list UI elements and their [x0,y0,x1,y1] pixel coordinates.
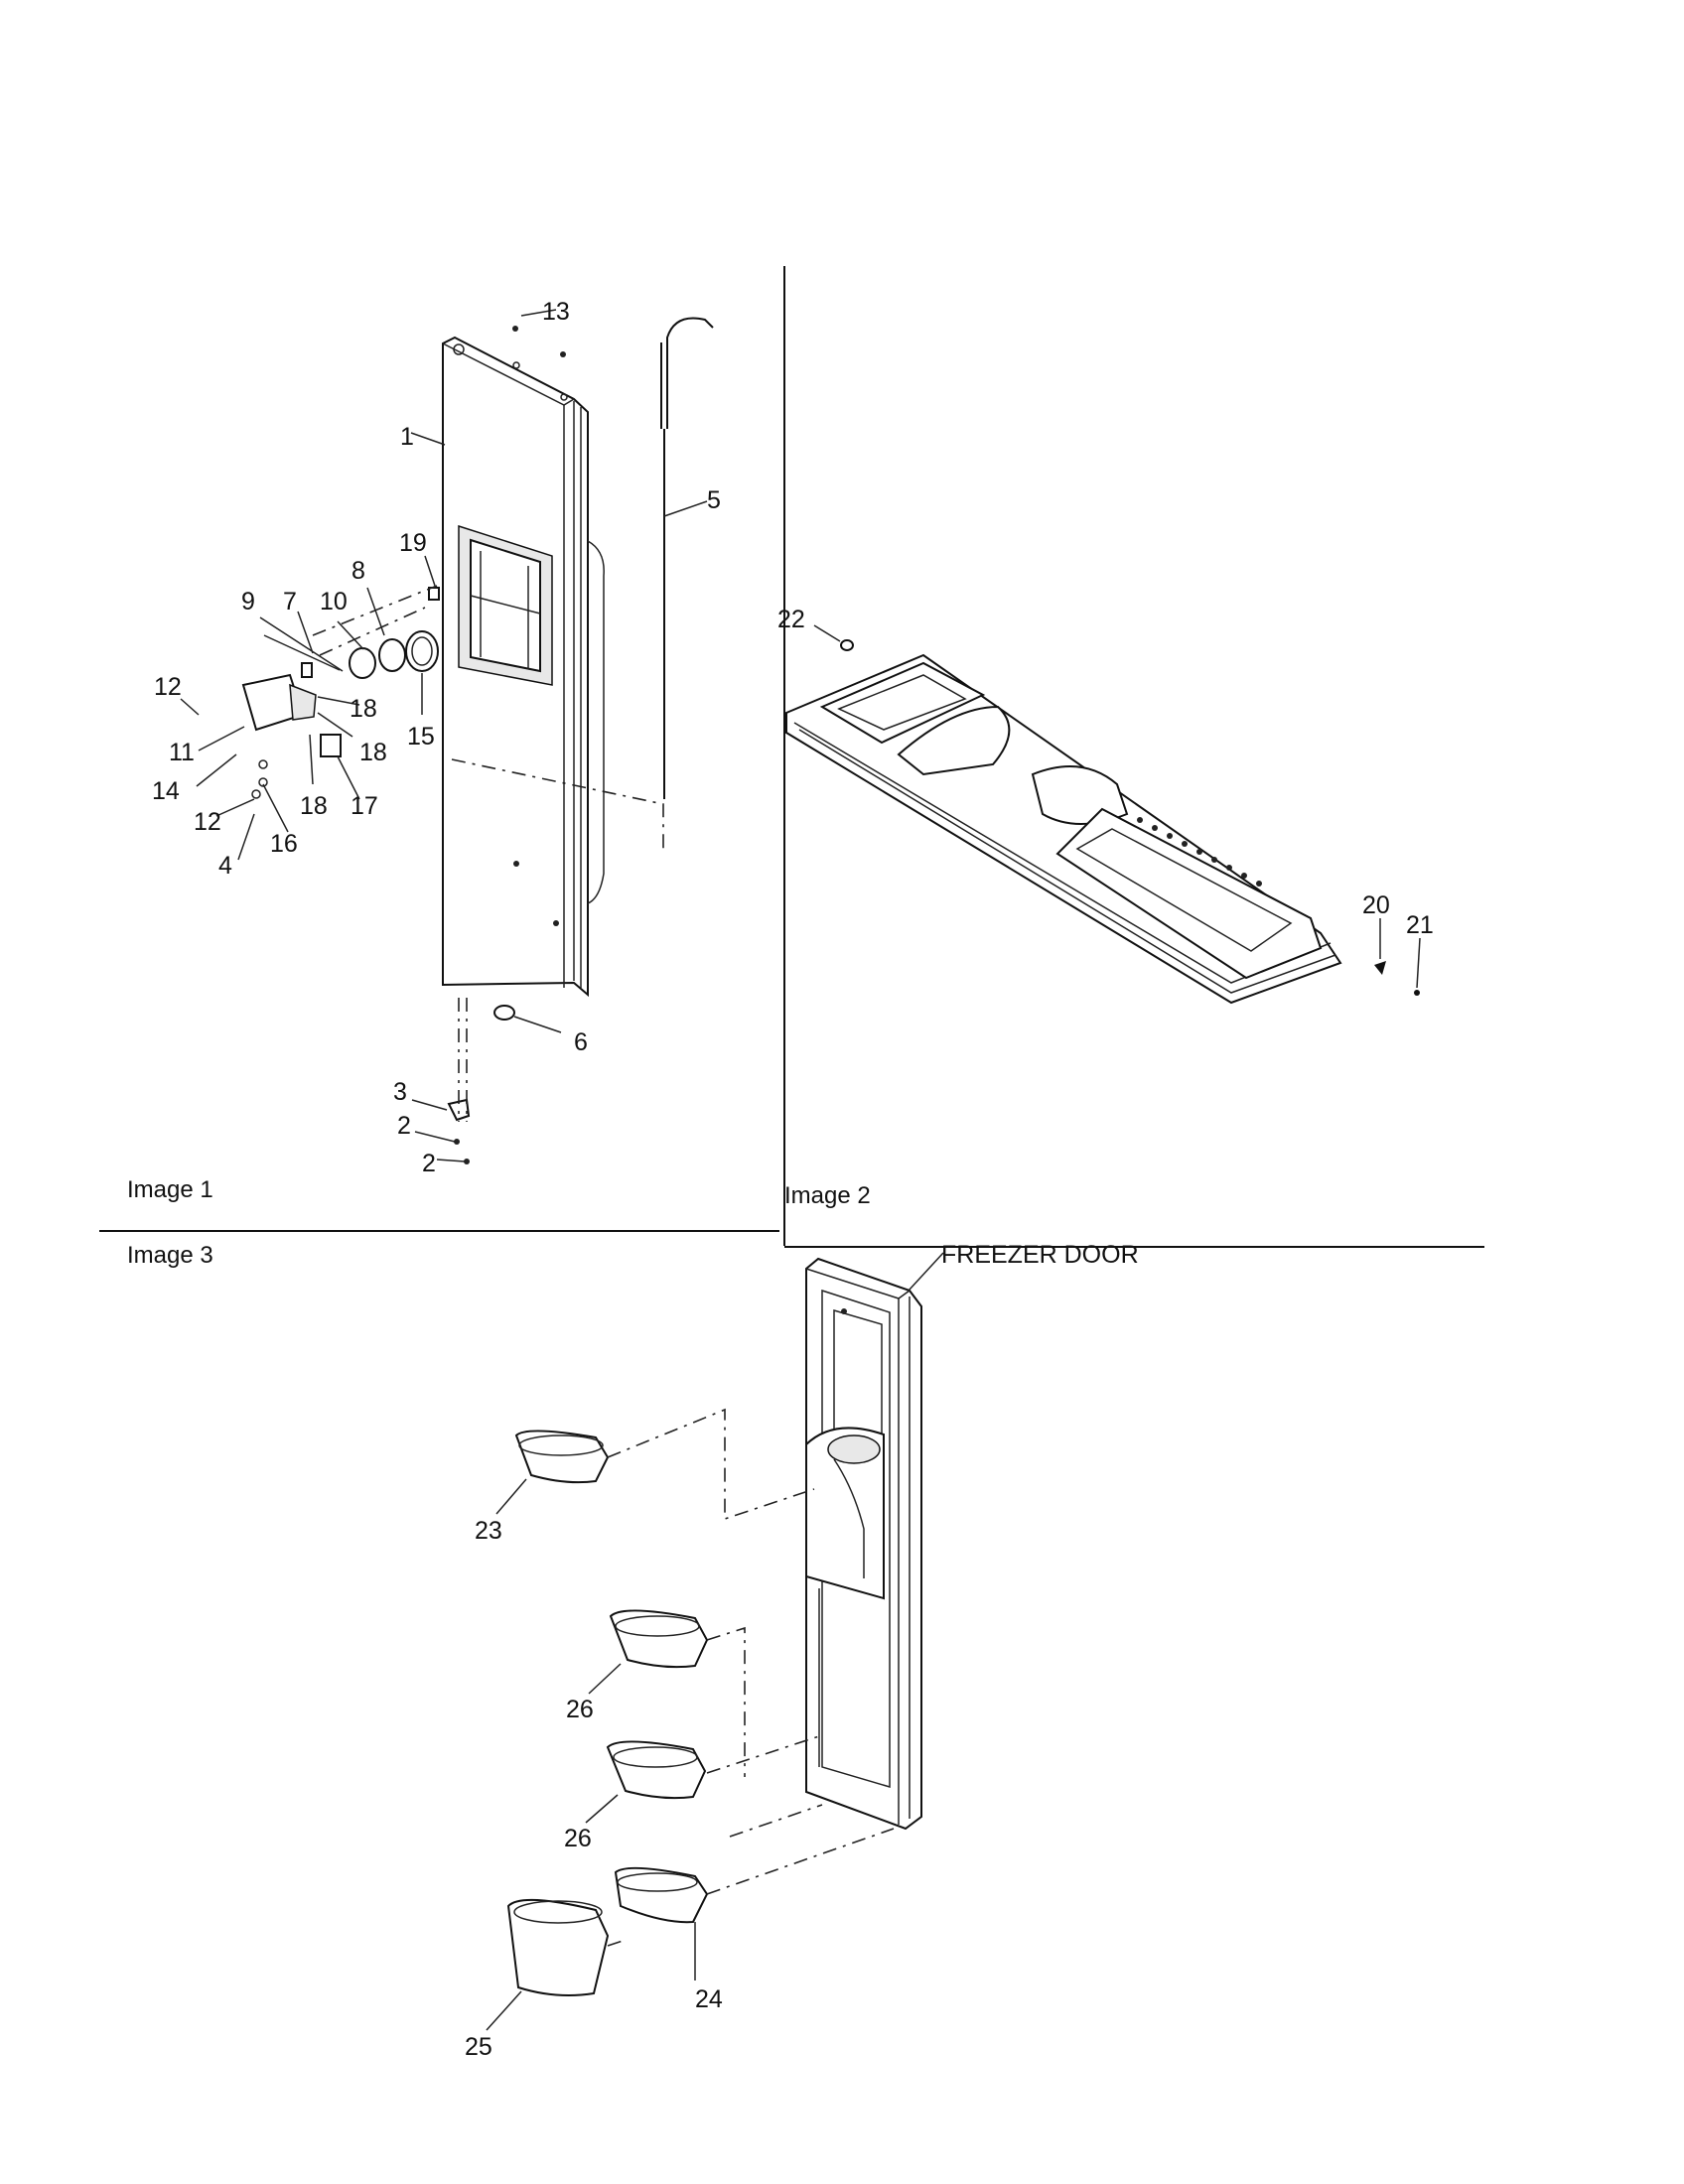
callout-5: 5 [707,486,721,514]
bin-24 [614,1866,709,1924]
callout-11: 11 [169,739,195,766]
callout-4: 4 [218,852,232,880]
panel-dividers [99,266,1484,1248]
callout-26b: 26 [564,1825,592,1852]
callout-8: 8 [351,557,365,585]
callout-18b: 18 [359,739,387,766]
bin-25 [506,1898,610,1996]
bin-26-lower [606,1740,707,1800]
hinge-parts [447,326,566,1164]
bin-26-upper [609,1609,709,1669]
callout-13: 13 [542,298,570,326]
caption-image3: Image 3 [127,1242,213,1269]
callout-24: 24 [695,1985,723,2013]
callout-18c: 18 [300,792,328,820]
callout-1: 1 [400,423,414,451]
callout-2b: 2 [422,1150,436,1177]
callout-2a: 2 [397,1112,411,1140]
image1-group: 13 1 5 19 8 10 7 9 12 18 11 18 15 14 12 … [127,298,721,1203]
callout-6: 6 [574,1028,588,1056]
callouts-image1: 13 1 5 19 8 10 7 9 12 18 11 18 15 14 12 … [152,298,721,1177]
dispenser-housing [785,653,1342,1005]
part-21 [1414,990,1420,996]
door-bins [506,1430,709,1996]
callout-12a: 12 [154,673,182,701]
callout-18a: 18 [350,695,377,723]
tube-part-5 [666,317,714,429]
callout-17: 17 [351,792,378,820]
leader-lines-image1 [180,309,708,1162]
callout-10: 10 [320,588,348,615]
image3-group: Image 3 FREEZER DOOR [127,1241,1139,2061]
callout-23: 23 [475,1517,502,1545]
callout-25: 25 [465,2033,492,2061]
callout-9: 9 [241,588,255,615]
door-panel [442,336,605,998]
part-20 [1374,961,1386,975]
callout-15: 15 [407,723,435,751]
leader-lines-image3 [486,1478,696,2031]
image2-group: 22 20 21 Image 2 [777,606,1434,1209]
bin-23 [514,1430,610,1484]
callout-21: 21 [1406,911,1434,939]
callout-3: 3 [393,1078,407,1106]
freezer-door-label: FREEZER DOOR [941,1241,1139,1269]
callouts-image3: 23 26 26 24 25 [465,1517,723,2061]
callout-7: 7 [283,588,297,615]
callout-22: 22 [777,606,805,633]
callout-19: 19 [399,529,427,557]
assembly-lines-image3 [607,1408,895,1947]
freezer-door [805,1257,922,1831]
callout-26a: 26 [566,1696,594,1723]
caption-image2: Image 2 [784,1182,871,1209]
callout-20: 20 [1362,891,1390,919]
valve-assembly [241,587,440,799]
callout-12b: 12 [194,808,221,836]
part-22 [840,639,854,651]
callout-16: 16 [270,830,298,858]
caption-image1: Image 1 [127,1176,213,1203]
callout-14: 14 [152,777,180,805]
